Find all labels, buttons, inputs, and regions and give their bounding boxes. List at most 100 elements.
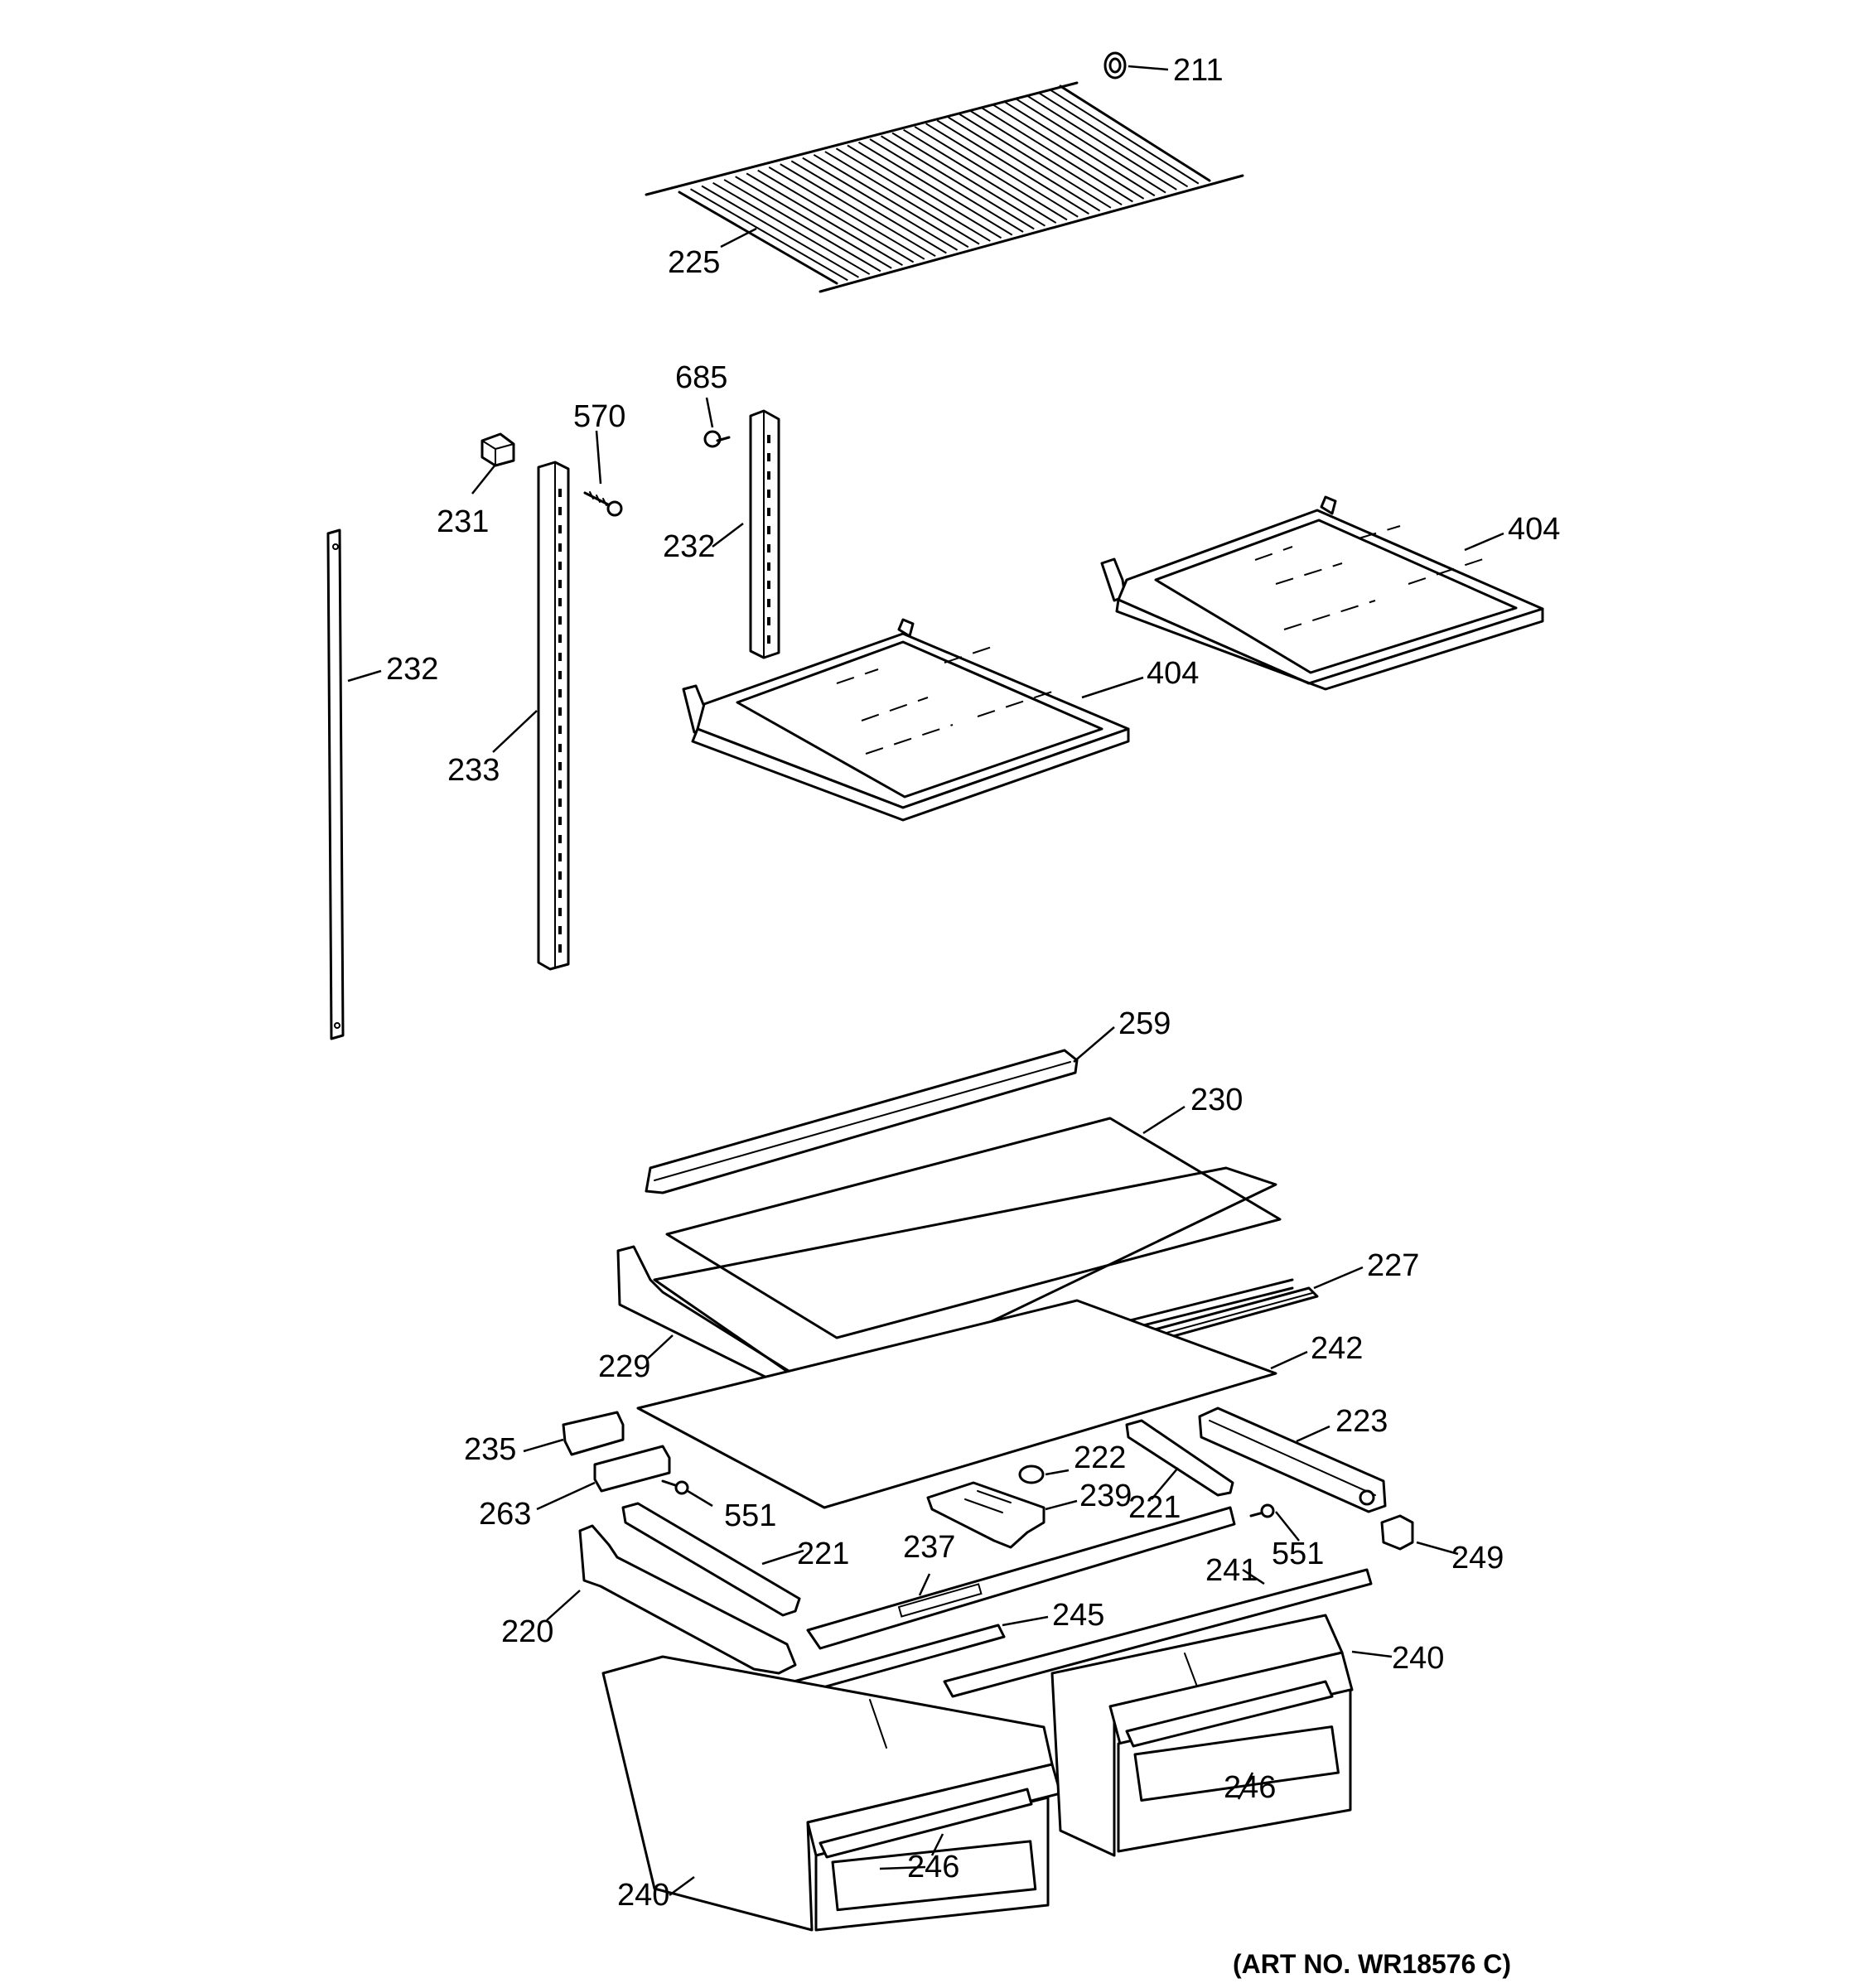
callout-223[interactable]: 223 bbox=[1335, 1404, 1388, 1439]
rail-slot bbox=[558, 835, 562, 843]
rail-slot bbox=[558, 817, 562, 825]
callout-235[interactable]: 235 bbox=[464, 1432, 516, 1467]
part-239-center-bracket[interactable] bbox=[926, 1481, 1045, 1549]
rail-slot bbox=[767, 635, 770, 644]
part-404-lower-glass-shelf[interactable] bbox=[682, 618, 1130, 822]
shelf-wire bbox=[802, 157, 959, 251]
rail-slot bbox=[767, 562, 770, 571]
callout-222[interactable]: 222 bbox=[1074, 1440, 1126, 1475]
callout-labels: 211 225 685 570 231 232 232 233 404 404 … bbox=[386, 53, 1560, 1979]
part-222-roller[interactable] bbox=[1018, 1464, 1045, 1484]
callout-263[interactable]: 263 bbox=[479, 1497, 531, 1532]
rail-slot bbox=[558, 525, 562, 533]
callout-551-left[interactable]: 551 bbox=[724, 1498, 776, 1533]
part-232-center-rail[interactable] bbox=[749, 409, 780, 659]
callout-242[interactable]: 242 bbox=[1311, 1331, 1363, 1366]
part-259-shelf-trim[interactable] bbox=[645, 1049, 1079, 1194]
callout-232-center[interactable]: 232 bbox=[663, 529, 715, 564]
shelf-wire bbox=[780, 163, 936, 258]
part-232-left-support-rail[interactable] bbox=[326, 528, 345, 1040]
callout-221-left[interactable]: 221 bbox=[797, 1537, 849, 1571]
shelf-wire bbox=[824, 151, 980, 245]
rail-slot bbox=[767, 471, 770, 480]
callout-229[interactable]: 229 bbox=[598, 1349, 650, 1384]
rail-slot bbox=[558, 671, 562, 679]
callout-570[interactable]: 570 bbox=[573, 399, 625, 434]
callout-246-left[interactable]: 246 bbox=[907, 1850, 959, 1884]
part-221-left-rail[interactable] bbox=[621, 1502, 801, 1617]
part-233-slotted-rail[interactable] bbox=[537, 461, 570, 971]
rail-slot bbox=[558, 871, 562, 880]
shelf-wire bbox=[914, 126, 1068, 221]
part-242-glass-panel[interactable] bbox=[636, 1299, 1277, 1509]
part-240-right-crisper-drawer[interactable] bbox=[1050, 1614, 1354, 1857]
callout-404-upper[interactable]: 404 bbox=[1508, 512, 1560, 547]
rail-slot bbox=[558, 926, 562, 934]
shelf-wire bbox=[757, 169, 915, 263]
callout-240-left[interactable]: 240 bbox=[617, 1878, 669, 1913]
callout-211[interactable]: 211 bbox=[1173, 53, 1224, 88]
shelf-wire bbox=[835, 147, 991, 242]
shelf-wire bbox=[847, 144, 1002, 239]
part-230-glass-panel[interactable] bbox=[665, 1117, 1282, 1339]
callout-259[interactable]: 259 bbox=[1118, 1006, 1171, 1041]
callout-241[interactable]: 241 bbox=[1205, 1553, 1258, 1588]
part-551-left-screw[interactable] bbox=[661, 1479, 689, 1495]
rail-slot bbox=[558, 598, 562, 606]
callout-239[interactable]: 239 bbox=[1079, 1479, 1132, 1513]
part-221-right-rail[interactable] bbox=[1125, 1419, 1234, 1497]
part-231-clip[interactable] bbox=[480, 432, 515, 467]
callout-231[interactable]: 231 bbox=[437, 504, 489, 539]
rail-slot bbox=[558, 543, 562, 552]
shelf-wire bbox=[701, 185, 859, 278]
rail-slot bbox=[558, 689, 562, 697]
callout-230[interactable]: 230 bbox=[1190, 1083, 1243, 1117]
callout-240-right[interactable]: 240 bbox=[1392, 1641, 1444, 1676]
part-235-bracket[interactable] bbox=[562, 1411, 625, 1456]
callout-551-right[interactable]: 551 bbox=[1272, 1537, 1324, 1571]
callout-246-right[interactable]: 246 bbox=[1224, 1770, 1276, 1805]
callout-225[interactable]: 225 bbox=[668, 245, 720, 280]
rail-slot bbox=[558, 799, 562, 807]
part-211-bushing[interactable] bbox=[1103, 51, 1127, 80]
callout-227[interactable]: 227 bbox=[1367, 1248, 1419, 1283]
part-685-screw[interactable] bbox=[703, 430, 731, 448]
shelf-wire bbox=[1015, 98, 1166, 194]
part-225-wire-shelf[interactable] bbox=[645, 81, 1244, 293]
shelf-wire bbox=[1026, 94, 1177, 191]
rail-slot bbox=[767, 599, 770, 607]
part-570-screw[interactable] bbox=[583, 491, 623, 517]
rail-slot bbox=[558, 780, 562, 789]
part-240-left-crisper-drawer[interactable] bbox=[601, 1655, 1062, 1932]
callout-685[interactable]: 685 bbox=[675, 360, 727, 395]
part-263-bracket[interactable] bbox=[593, 1445, 671, 1493]
callout-221-right[interactable]: 221 bbox=[1128, 1490, 1181, 1525]
callout-249[interactable]: 249 bbox=[1451, 1541, 1504, 1575]
part-223-slide-rail[interactable] bbox=[1198, 1407, 1387, 1513]
callout-220[interactable]: 220 bbox=[501, 1614, 553, 1649]
part-220-side-bracket[interactable] bbox=[578, 1524, 797, 1675]
shelf-wire bbox=[869, 138, 1024, 233]
callout-404-lower[interactable]: 404 bbox=[1147, 656, 1199, 691]
shelf-wire bbox=[813, 153, 969, 248]
part-404-upper-glass-shelf[interactable] bbox=[1100, 495, 1544, 691]
callout-237[interactable]: 237 bbox=[903, 1530, 955, 1565]
shelf-wire bbox=[959, 113, 1112, 209]
rail-slot bbox=[767, 490, 770, 498]
shelf-wire bbox=[1048, 88, 1200, 185]
rail-slot bbox=[558, 653, 562, 661]
part-241-front-cover[interactable] bbox=[943, 1568, 1373, 1698]
part-237-cover[interactable] bbox=[806, 1506, 1236, 1650]
shelf-wire bbox=[678, 191, 838, 284]
shelf-wire bbox=[903, 128, 1057, 224]
rail-slot bbox=[767, 544, 770, 552]
callout-233[interactable]: 233 bbox=[447, 753, 500, 788]
part-249-clip[interactable] bbox=[1380, 1514, 1414, 1551]
rail-slot bbox=[558, 944, 562, 953]
shelf-wire bbox=[857, 141, 1013, 236]
part-551-right-screw[interactable] bbox=[1249, 1503, 1275, 1518]
callout-245[interactable]: 245 bbox=[1052, 1598, 1104, 1633]
shelf-wire bbox=[1037, 91, 1189, 188]
callout-232-left[interactable]: 232 bbox=[386, 652, 438, 687]
rail-slot bbox=[558, 562, 562, 570]
